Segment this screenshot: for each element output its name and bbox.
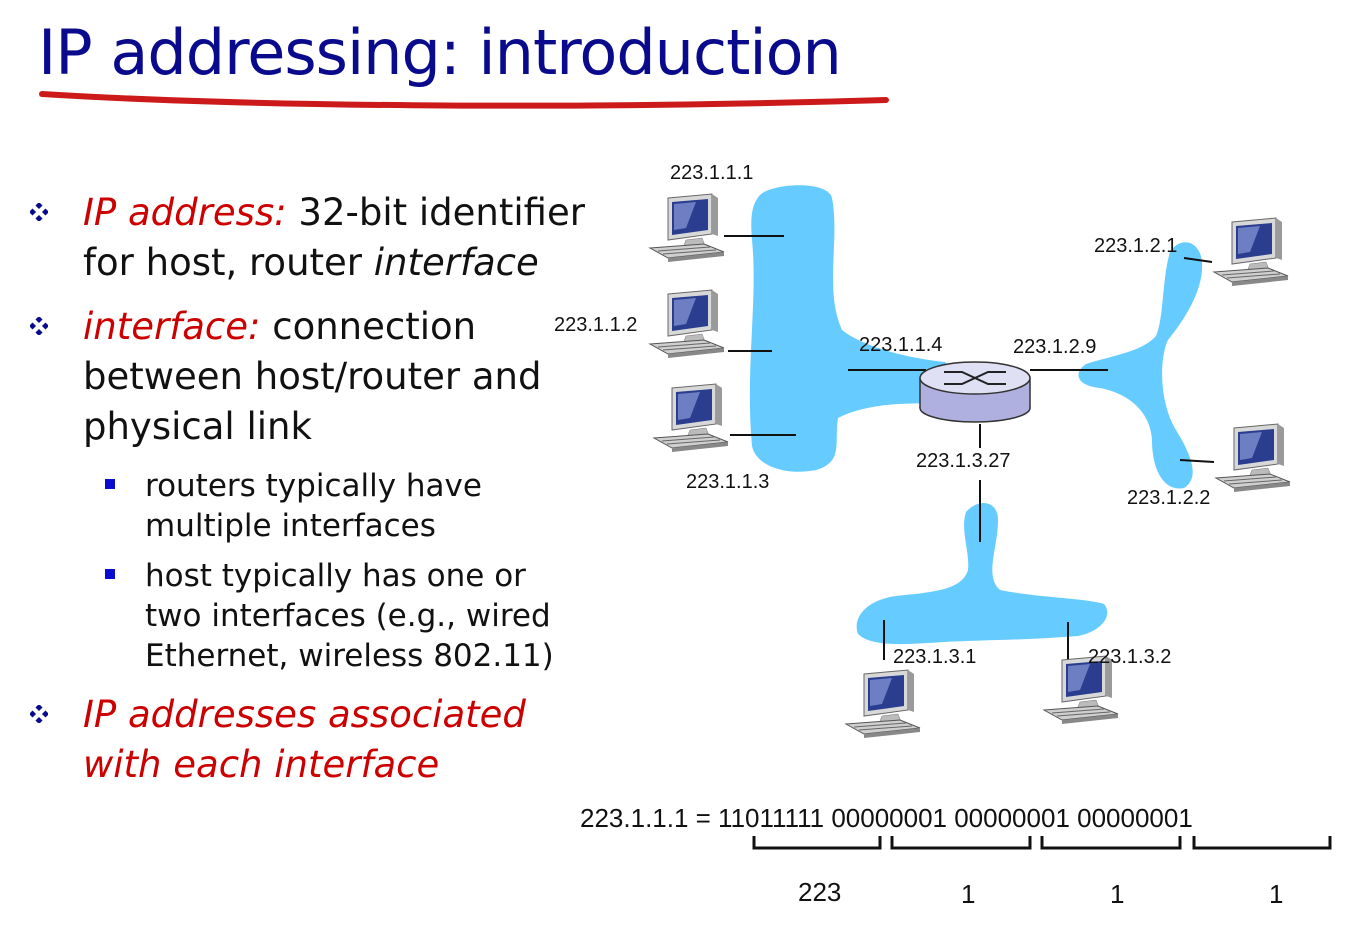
host-label: 223.1.2.1 — [1094, 235, 1177, 257]
host-computer-icon — [650, 290, 724, 358]
host-label: 223.1.1.2 — [554, 314, 637, 336]
subnet-223-1-1 — [750, 185, 956, 471]
host-label: 223.1.1.1 — [670, 162, 753, 184]
subnet-223-1-3 — [857, 503, 1108, 644]
octet-value: 1 — [1269, 879, 1283, 909]
router-interface-label: 223.1.2.9 — [1013, 336, 1096, 358]
subnet-223-1-2 — [1078, 242, 1202, 488]
octet-value: 1 — [1110, 879, 1124, 909]
host-label: 223.1.3.2 — [1088, 646, 1171, 668]
router-interface-label: 223.1.3.27 — [916, 450, 1011, 472]
host-computer-icon — [654, 384, 728, 452]
router-interface-label: 223.1.1.4 — [859, 334, 942, 356]
octet-value: 223 — [798, 877, 841, 907]
host-label: 223.1.1.3 — [686, 471, 769, 493]
host-computer-icon — [1214, 218, 1288, 286]
octet-brackets — [754, 836, 1330, 848]
host-computer-icon — [650, 194, 724, 262]
host-computer-icon — [846, 670, 920, 738]
binary-equation: 223.1.1.1 = 11011111 00000001 00000001 0… — [580, 803, 1193, 833]
host-label: 223.1.3.1 — [893, 646, 976, 668]
host-label: 223.1.2.2 — [1127, 487, 1210, 509]
router — [920, 362, 1030, 422]
octet-value: 1 — [961, 879, 975, 909]
host-computer-icon — [1216, 424, 1290, 492]
